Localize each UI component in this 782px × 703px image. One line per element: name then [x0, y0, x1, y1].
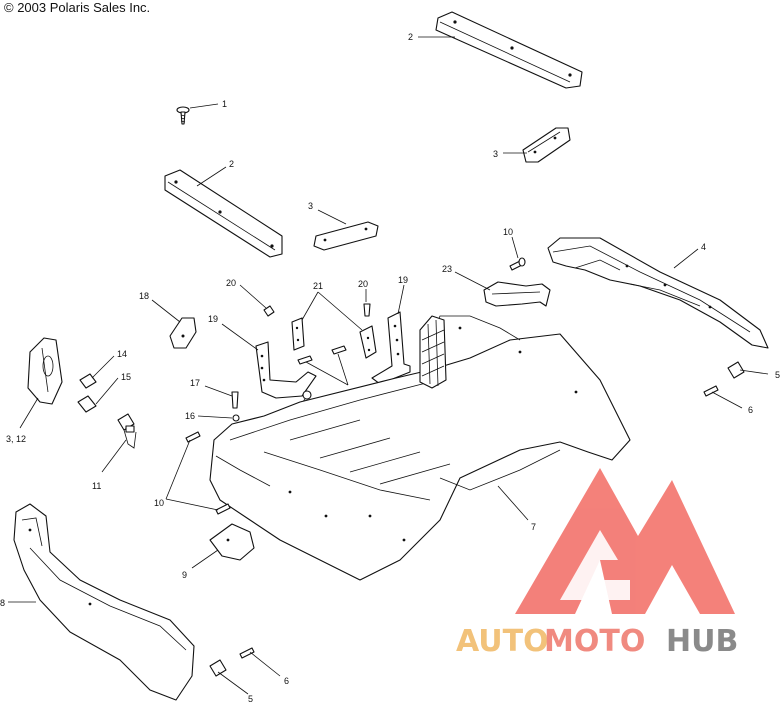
part-screws-10-middle [297, 345, 347, 365]
svg-text:8: 8 [0, 598, 5, 608]
part-clip-5-right [727, 361, 745, 379]
part-support-19-left [255, 341, 317, 399]
svg-text:5: 5 [775, 370, 780, 380]
part-bracket-23 [483, 281, 551, 307]
svg-text:6: 6 [748, 405, 753, 415]
svg-text:16: 16 [185, 411, 195, 421]
watermark-text: AUTO MOTO HUB [456, 624, 738, 659]
callout-18: 18 [139, 291, 181, 323]
svg-text:17: 17 [190, 378, 200, 388]
part-bracket-mid [313, 221, 379, 251]
part-left-rear-fender [13, 503, 195, 701]
callout-5-lower: 5 [217, 671, 253, 703]
svg-text:18: 18 [139, 291, 149, 301]
svg-text:10: 10 [503, 227, 513, 237]
svg-text:4: 4 [701, 242, 706, 252]
part-bracket-upper-right [522, 127, 571, 163]
callout-15: 15 [95, 372, 131, 405]
part-grille-mesh [419, 315, 447, 389]
callout-19-left: 19 [208, 314, 259, 351]
callout-5-right: 5 [739, 369, 780, 380]
callout-23: 23 [442, 264, 491, 291]
svg-text:HUB: HUB [666, 624, 738, 659]
svg-text:3: 3 [308, 201, 313, 211]
part-nut-16 [232, 414, 240, 422]
svg-text:MOTO: MOTO [544, 624, 645, 659]
svg-text:20: 20 [226, 278, 236, 288]
svg-text:AUTO: AUTO [456, 624, 549, 659]
watermark-logo [515, 468, 735, 614]
callout-4: 4 [673, 242, 706, 269]
callout-3-mid: 3 [308, 201, 347, 225]
svg-text:2: 2 [408, 32, 413, 42]
watermark-triangle-icon [515, 468, 735, 614]
part-socket-harness-11 [117, 413, 137, 449]
svg-text:21: 21 [313, 281, 323, 291]
svg-text:9: 9 [182, 570, 187, 580]
callout-7: 7 [497, 485, 536, 532]
svg-text:2: 2 [229, 159, 234, 169]
svg-text:1: 1 [222, 99, 227, 109]
callout-2-lower: 2 [196, 159, 234, 187]
part-clip-5-lower [209, 659, 227, 677]
watermark-inner-g-icon [560, 530, 630, 600]
svg-text:20: 20 [358, 279, 368, 289]
part-screw-6-right [703, 385, 719, 397]
part-rear-rack-bar-upper [435, 11, 583, 89]
callout-3-12: 3, 12 [6, 397, 39, 444]
part-right-rear-fender [547, 237, 769, 349]
callout-6-lower: 6 [249, 651, 289, 686]
callout-9: 9 [182, 549, 219, 580]
callout-11: 11 [92, 439, 127, 491]
callout-8: 8 [0, 598, 36, 608]
part-bracket-9 [209, 523, 255, 561]
callout-16: 16 [185, 411, 233, 421]
callout-3-upper: 3 [493, 149, 527, 159]
part-screw-20-right [363, 303, 371, 317]
callout-20-left: 20 [226, 278, 267, 309]
callout-1: 1 [189, 99, 227, 109]
part-bulb-15 [77, 395, 97, 413]
part-screw-20-left [263, 305, 275, 317]
part-screw-1 [176, 106, 190, 125]
part-screw-6-lower [239, 647, 255, 659]
part-screw-17 [231, 391, 239, 409]
callout-21: 21 [301, 281, 363, 331]
callout-2-upper: 2 [408, 32, 455, 42]
svg-text:7: 7 [531, 522, 536, 532]
svg-text:3, 12: 3, 12 [6, 434, 26, 444]
svg-text:11: 11 [92, 481, 101, 491]
svg-text:15: 15 [121, 372, 131, 382]
callout-10-lower: 10 [154, 439, 219, 511]
part-nut-22 [302, 390, 312, 400]
svg-text:6: 6 [284, 676, 289, 686]
svg-text:10: 10 [154, 498, 164, 508]
svg-text:19: 19 [208, 314, 218, 324]
part-screw-10-upper [509, 257, 526, 271]
svg-text:14: 14 [117, 349, 127, 359]
part-support-19-right [371, 311, 411, 385]
callout-20-right: 20 [358, 279, 368, 302]
svg-text:3: 3 [493, 149, 498, 159]
part-taillight-assembly [27, 337, 63, 405]
callout-14: 14 [91, 349, 127, 379]
copyright-text: © 2003 Polaris Sales Inc. [4, 0, 151, 15]
svg-text:5: 5 [248, 694, 253, 703]
callout-10-upper: 10 [503, 227, 519, 259]
part-bracket-18 [169, 317, 197, 349]
part-screws-10-lower [185, 431, 231, 515]
part-rear-body-7 [209, 315, 631, 581]
callout-19-right: 19 [397, 275, 408, 315]
callout-17: 17 [190, 378, 233, 397]
part-bracket-21 [291, 317, 377, 359]
part-rear-rack-bar-lower [164, 169, 283, 258]
callout-6-right: 6 [711, 391, 753, 415]
svg-text:23: 23 [442, 264, 452, 274]
svg-text:19: 19 [398, 275, 408, 285]
